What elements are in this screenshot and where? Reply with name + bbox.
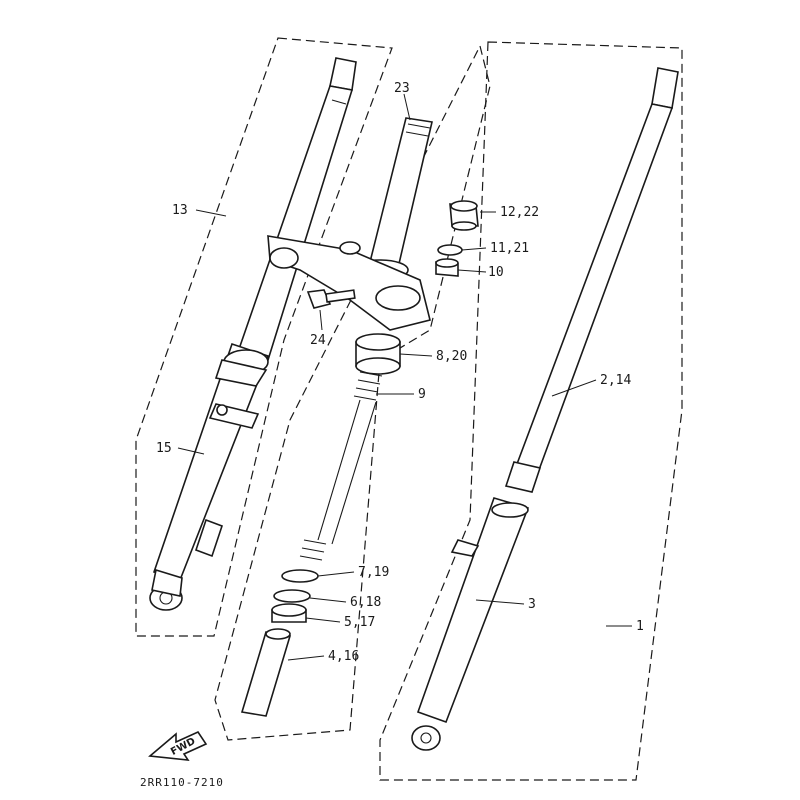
o-ring — [437, 244, 463, 256]
callout-1: 1 — [636, 619, 644, 634]
group-boundary-center — [214, 44, 491, 741]
callout-10: 10 — [488, 265, 504, 280]
forward-arrow-icon — [148, 730, 208, 761]
spacer-8-20 — [355, 333, 401, 375]
callout-4-16: 4,16 — [328, 649, 359, 664]
seal-5-17 — [271, 603, 307, 623]
under-bracket — [267, 235, 431, 331]
callout-3: 3 — [528, 597, 536, 612]
callout-15: 15 — [156, 441, 172, 456]
callout-7-19: 7,19 — [358, 565, 389, 580]
slide-tube — [240, 628, 292, 717]
cap-bolt — [449, 200, 479, 231]
callout-13: 13 — [172, 203, 188, 218]
callout-8-20: 8,20 — [436, 349, 467, 364]
group-boundary-left — [135, 37, 393, 637]
group-boundary-right — [379, 41, 683, 781]
callout-12-22: 12,22 — [500, 205, 539, 220]
leader-lines — [177, 93, 632, 661]
bushing — [435, 258, 459, 277]
callout-6-18: 6,18 — [350, 595, 381, 610]
callout-5-17: 5,17 — [344, 615, 375, 630]
bolt-24 — [306, 289, 356, 309]
drawing-code: 2RR110-7210 — [140, 776, 224, 789]
callout-23: 23 — [394, 81, 410, 96]
callout-2-14: 2,14 — [600, 373, 631, 388]
callout-24: 24 — [310, 333, 326, 348]
washer-6-18 — [273, 589, 311, 603]
callout-9: 9 — [418, 387, 426, 402]
callout-11-21: 11,21 — [490, 241, 529, 256]
fork-assembly-right — [411, 67, 679, 751]
part-callouts: 13 15 23 12,22 11,21 10 24 8,20 9 2,14 7… — [156, 81, 644, 664]
washer-7-19 — [281, 569, 319, 583]
fork-assembly-left — [149, 57, 357, 611]
fork-spring — [299, 371, 383, 561]
